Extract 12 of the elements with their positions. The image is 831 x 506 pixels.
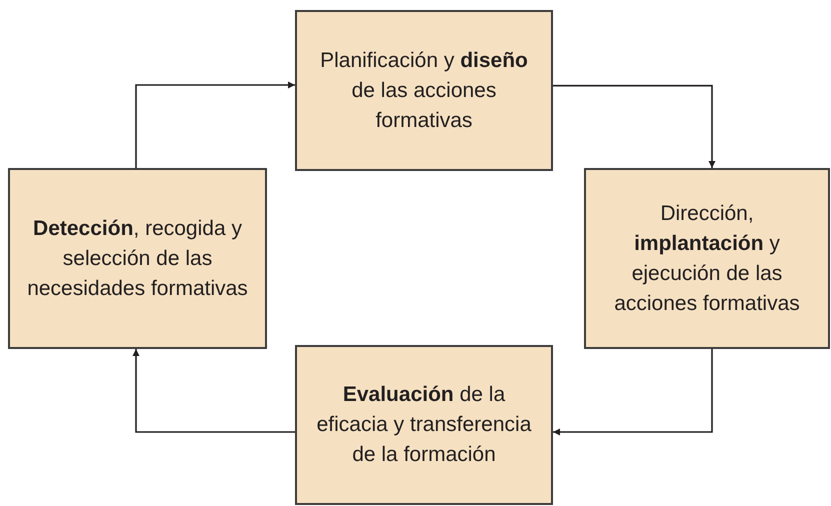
arrow bbox=[135, 82, 295, 168]
box-text: Detección, recogida y selección de las necesidades formativas bbox=[26, 216, 249, 302]
process-box bbox=[8, 168, 267, 349]
arrow bbox=[553, 349, 713, 436]
arrow bbox=[132, 349, 295, 433]
arrow bbox=[553, 84, 716, 168]
process-box bbox=[295, 10, 553, 171]
process-box bbox=[584, 168, 830, 349]
box-text: Dirección, implantación y ejecución de las acciones formativas bbox=[613, 200, 801, 316]
process-box bbox=[295, 345, 553, 505]
box-text: Evaluación de la eficacia y transferencia de la formación bbox=[316, 382, 532, 468]
box-text: Planificación y diseño de las acciones formativas bbox=[319, 48, 529, 134]
